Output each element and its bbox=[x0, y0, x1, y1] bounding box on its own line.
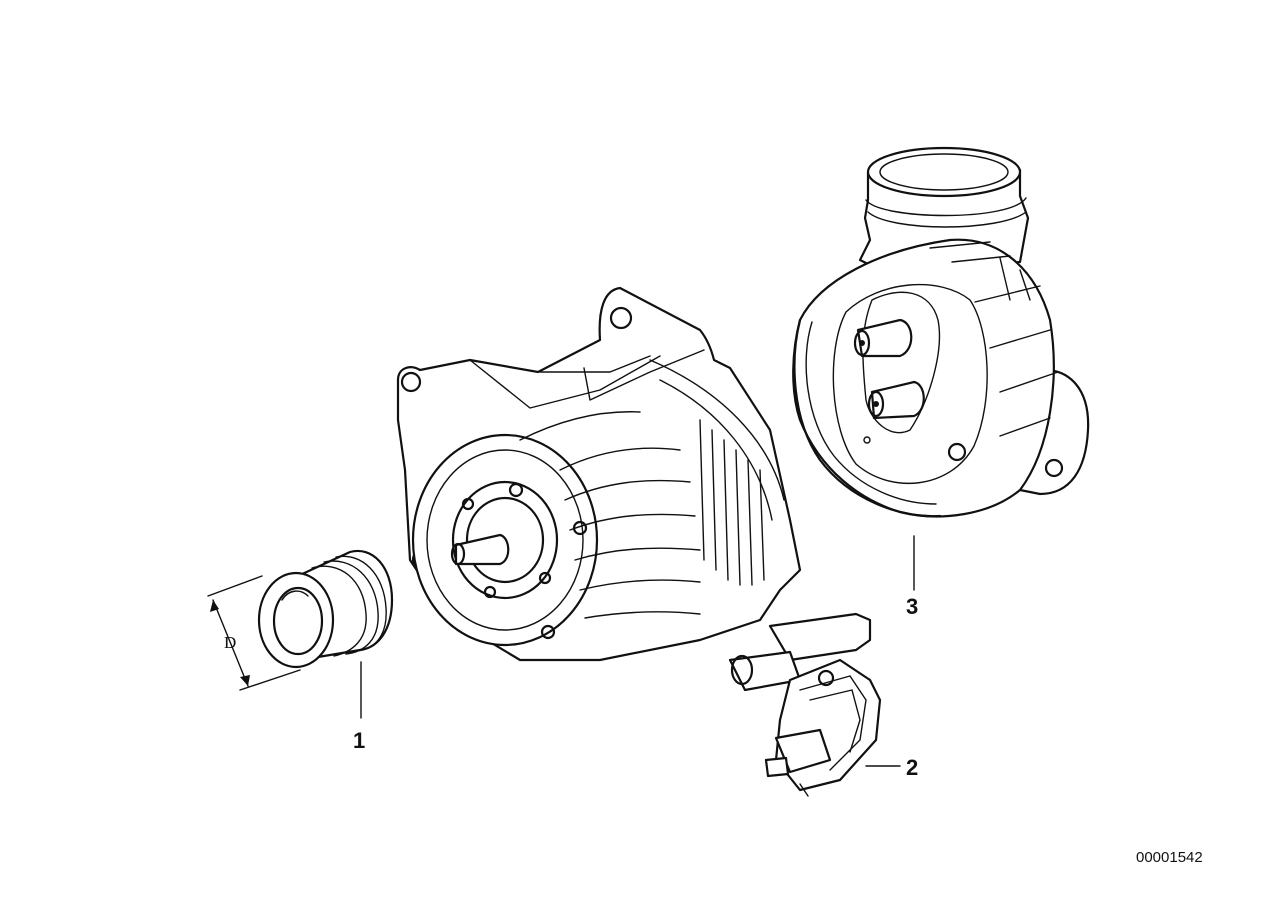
part-3-rear-cover bbox=[792, 146, 1090, 518]
dimension-label: D bbox=[224, 633, 236, 652]
reference-number: 00001542 bbox=[1136, 849, 1203, 866]
callout-2: 2 bbox=[906, 755, 918, 780]
dimension-d: D bbox=[207, 575, 301, 691]
callout-3: 3 bbox=[906, 594, 918, 619]
part-1-sleeve bbox=[257, 549, 394, 669]
callout-1: 1 bbox=[353, 728, 365, 753]
part-2-regulator bbox=[728, 612, 882, 797]
alternator bbox=[396, 286, 802, 662]
